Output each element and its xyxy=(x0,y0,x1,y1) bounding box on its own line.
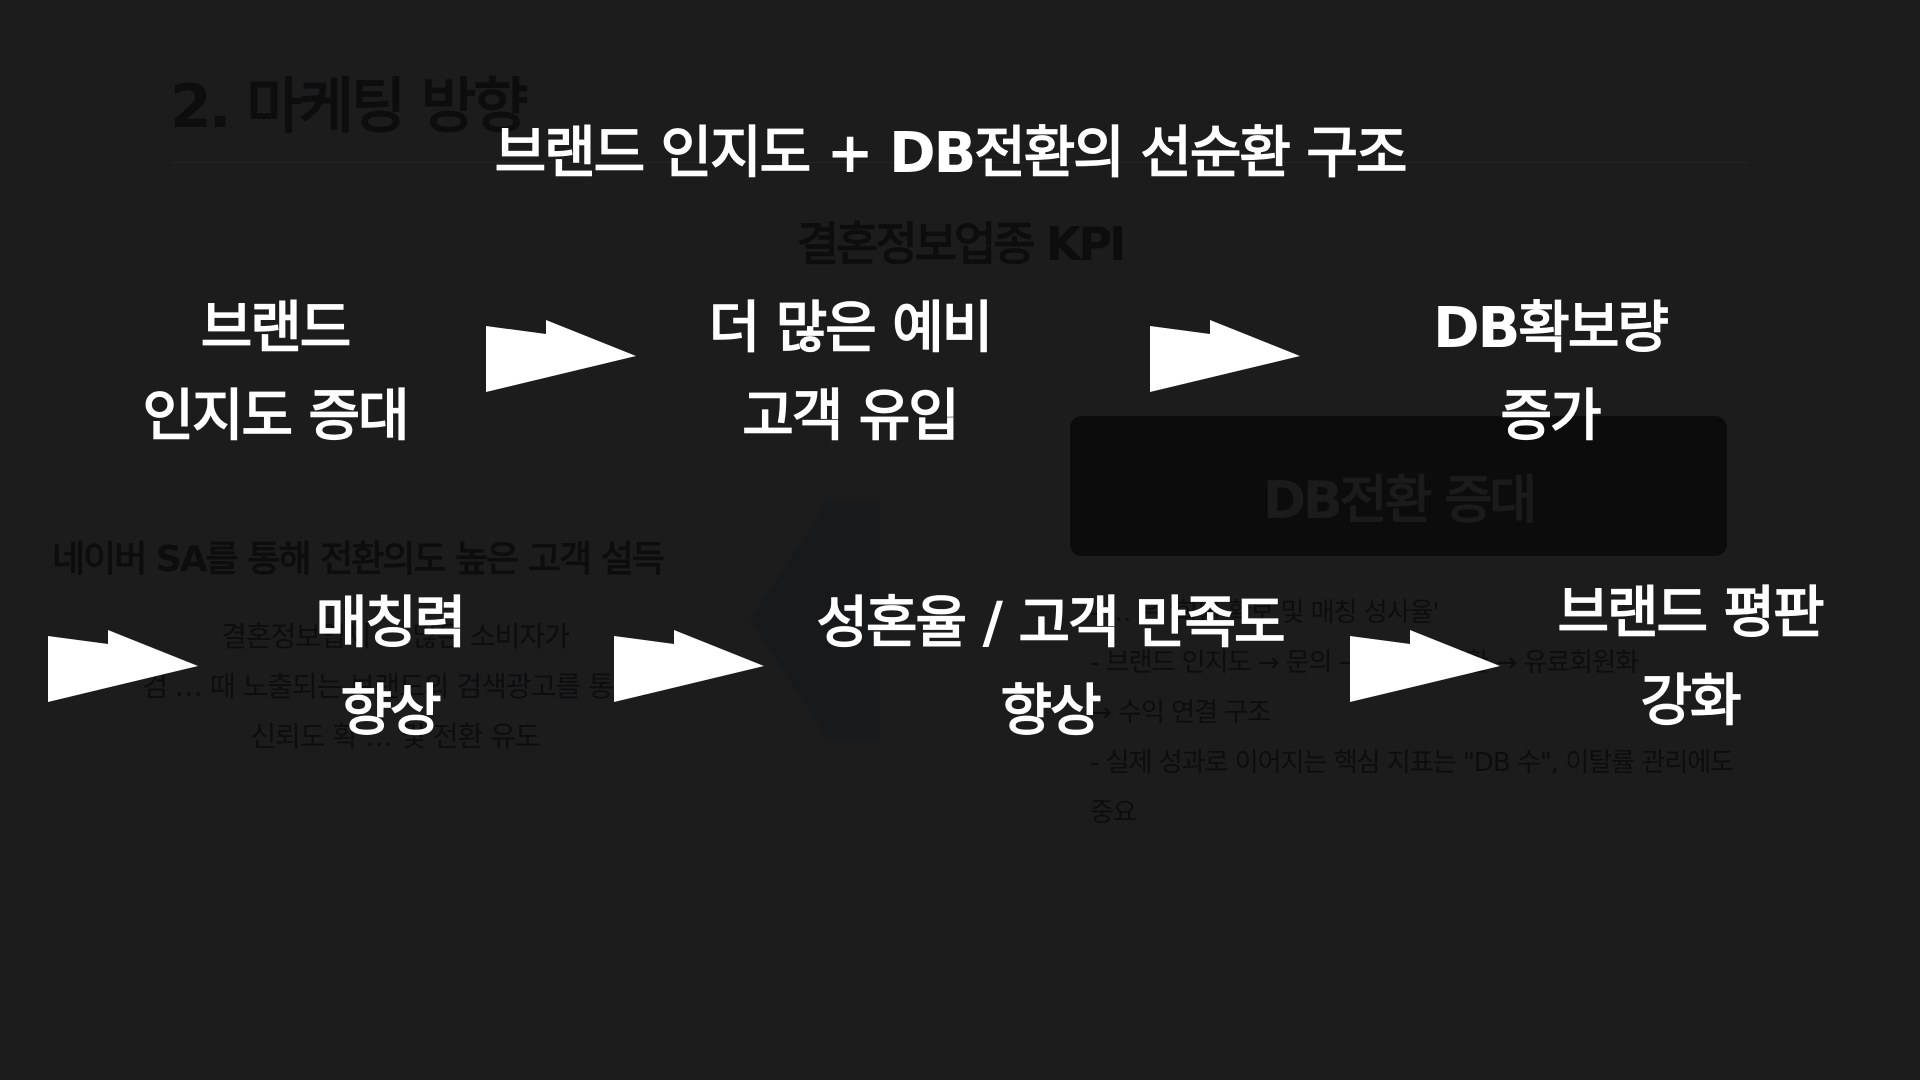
right-desc-line: 중요 xyxy=(1090,798,1137,828)
right-column-desc: - … 은 '회원 확보 및 매칭 성사율' - 브랜드 인지도 → 문의 → … xyxy=(1090,588,1750,838)
double-arrow-right-icon xyxy=(486,320,636,398)
flow-step-3: DB확보량 증가 xyxy=(1400,285,1700,461)
headline: 브랜드 인지도 + DB전환의 선순환 구조 xyxy=(494,121,1408,186)
flow-step-2: 더 많은 예비 고객 유입 xyxy=(690,285,1010,461)
left-desc-line: 검 … 때 노출되는 브랜드의 검색광고를 통 … xyxy=(142,670,648,703)
double-arrow-right-icon xyxy=(1150,320,1300,398)
kpi-box: DB전환 증대 xyxy=(1070,416,1727,556)
flow-step-line: 브랜드 평판 xyxy=(1557,581,1824,646)
kpi-heading: 결혼정보업종 KPI xyxy=(796,217,1126,271)
double-arrow-right-icon xyxy=(48,630,198,708)
right-desc-line: → 수익 연결 구조 xyxy=(1090,698,1271,728)
left-column-desc: 결혼정보업체 … 많은 소비자가 검 … 때 노출되는 브랜드의 검색광고를 통… xyxy=(20,612,770,762)
left-desc-line: 결혼정보업체 … 많은 소비자가 xyxy=(221,620,570,653)
flow-step-line: DB확보량 xyxy=(1433,296,1669,361)
right-desc-line: - … 은 '회원 확보 및 매칭 성사율' xyxy=(1090,598,1440,628)
flow-step-line: 매칭력 xyxy=(315,591,467,656)
flow-step-line: 향상 xyxy=(340,679,441,744)
flow-step-4: 매칭력 향상 xyxy=(280,580,500,756)
title-divider xyxy=(170,162,1750,163)
flow-step-line: 인지도 증대 xyxy=(142,384,409,449)
flow-step-line: 고객 유입 xyxy=(742,384,960,449)
flow-step-1: 브랜드 인지도 증대 xyxy=(140,285,410,461)
flow-step-6: 브랜드 평판 강화 xyxy=(1540,570,1840,746)
kpi-box-label: DB전환 증대 xyxy=(1262,471,1537,531)
double-arrow-right-icon xyxy=(1350,630,1500,708)
double-arrow-right-icon xyxy=(614,630,764,708)
left-desc-line: 신뢰도 확 … 및 전환 유도 xyxy=(250,720,540,753)
right-desc-line: - 실제 성과로 이어지는 핵심 지표는 "DB 수", 이탈률 관리에도 xyxy=(1090,748,1734,778)
left-column-title: 네이버 SA를 통해 전환의도 높은 고객 설득 xyxy=(52,539,665,580)
flow-step-5: 성혼율 / 고객 만족도 향상 xyxy=(800,580,1300,756)
flow-step-line: 성혼율 / 고객 만족도 xyxy=(816,591,1285,656)
flow-step-line: 더 많은 예비 xyxy=(708,296,994,361)
slide-title: 2. 마케팅 방향 xyxy=(170,72,528,142)
flow-step-line: 증가 xyxy=(1500,384,1601,449)
flow-step-line: 브랜드 xyxy=(200,296,352,361)
flow-step-line: 향상 xyxy=(1000,679,1101,744)
flow-step-line: 강화 xyxy=(1640,669,1741,734)
